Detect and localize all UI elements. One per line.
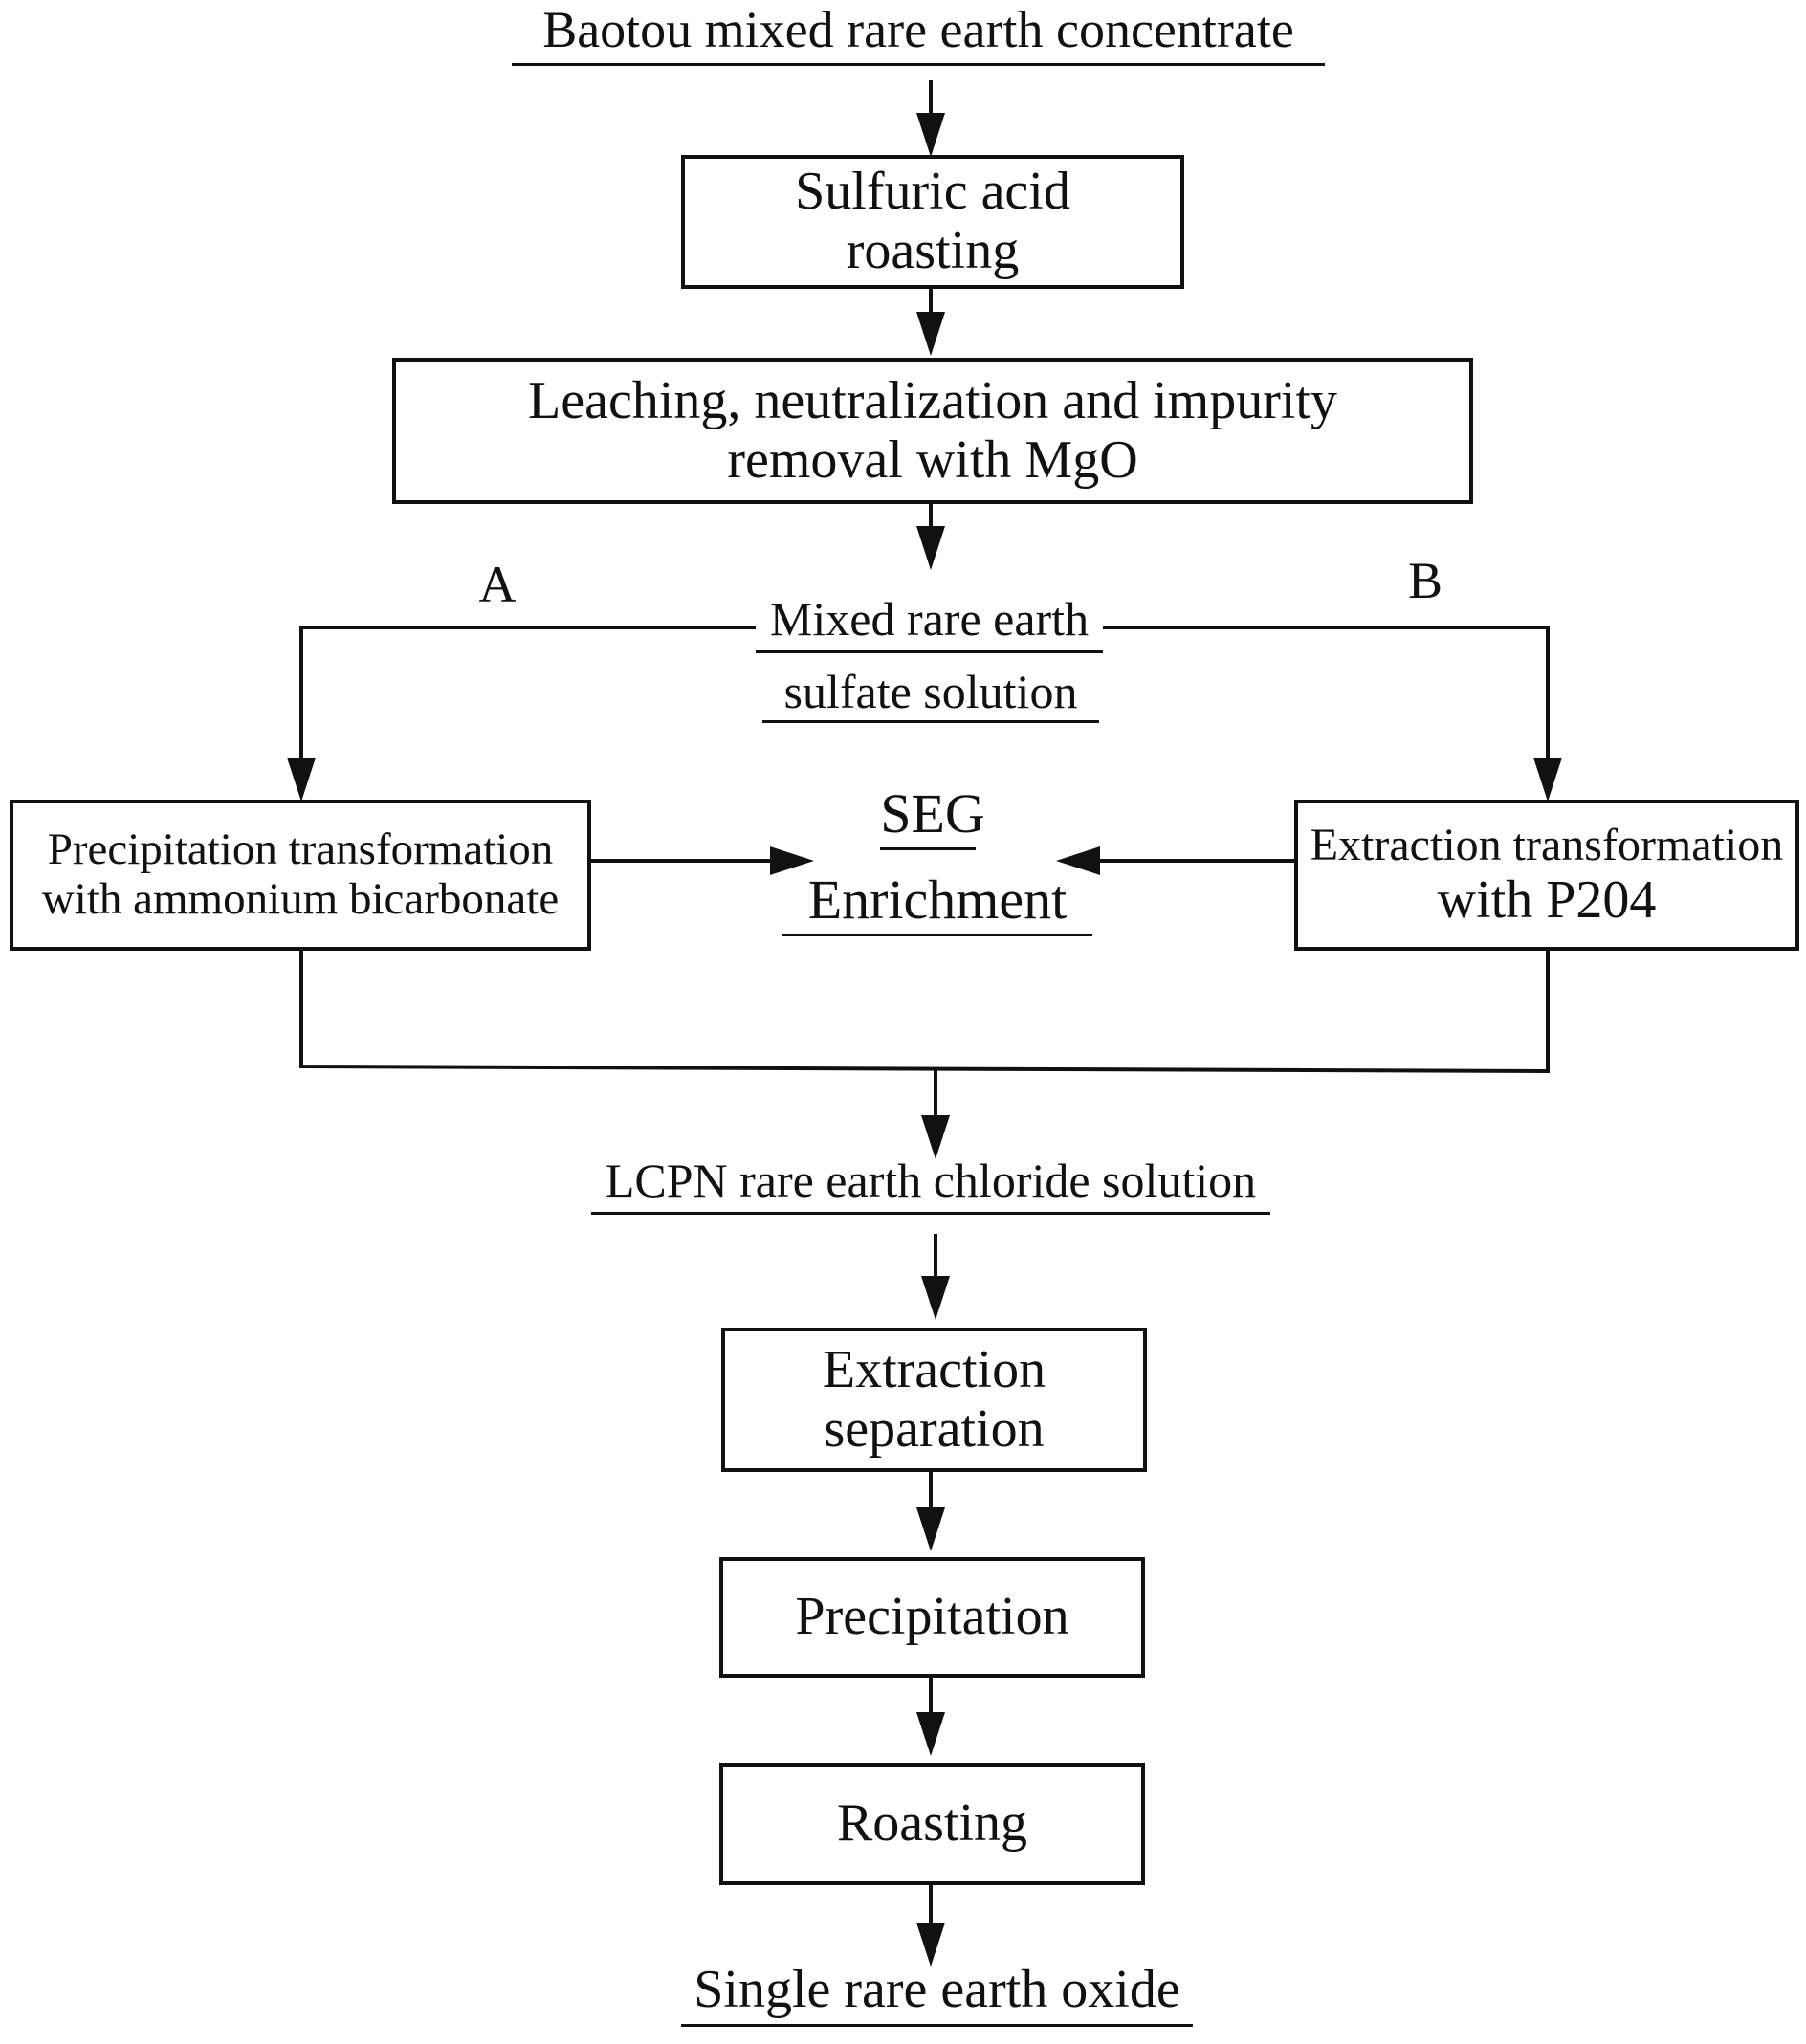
underline-start xyxy=(512,63,1325,66)
arrowhead-right xyxy=(770,846,814,875)
node-label-line1: Sulfuric acid xyxy=(795,162,1070,222)
underline-seg xyxy=(880,847,976,850)
node-label-line2: removal with MgO xyxy=(727,429,1138,490)
node-roasting: Roasting xyxy=(719,1763,1145,1885)
node-lcpn: LCPN rare earth chloride solution xyxy=(605,1154,1257,1207)
arrowhead-down xyxy=(916,1507,945,1551)
node-precipitation: Precipitation xyxy=(719,1557,1145,1678)
arrowhead-down xyxy=(916,1712,945,1756)
node-mixed-solution-line1: Mixed rare earth xyxy=(769,592,1090,646)
arrowhead-down xyxy=(916,526,945,570)
connector-route-b xyxy=(1103,626,1550,763)
underline-end xyxy=(681,2024,1193,2027)
node-leaching: Leaching, neutralization and impurity re… xyxy=(392,358,1473,504)
node-label: Roasting xyxy=(836,1793,1028,1854)
connector-merge xyxy=(299,950,1550,1074)
arrowhead-down xyxy=(921,1115,950,1159)
underline-enrichment xyxy=(782,934,1092,936)
node-extraction-separation: Extraction separation xyxy=(721,1328,1147,1472)
underline-lcpn xyxy=(591,1212,1270,1215)
arrowhead-down xyxy=(916,113,945,157)
underline-mixed-solution-1 xyxy=(756,650,1103,653)
arrowhead-down xyxy=(916,1923,945,1967)
node-enrichment: Enrichment xyxy=(807,868,1068,931)
node-label-line2: with P204 xyxy=(1437,869,1657,930)
underline-mixed-solution-2 xyxy=(762,720,1099,723)
arrowhead-down xyxy=(916,312,945,356)
arrowhead-down xyxy=(921,1276,950,1320)
node-end: Single rare earth oxide xyxy=(694,1960,1180,2019)
route-label-b: B xyxy=(1407,552,1443,609)
connector-route-a xyxy=(299,626,756,763)
arrowhead-left xyxy=(1056,846,1100,875)
node-label-line1: Precipitation transformation xyxy=(47,824,554,875)
node-label-line2: with ammonium bicarbonate xyxy=(41,874,560,924)
node-extraction-transformation: Extraction transformation with P204 xyxy=(1294,800,1799,951)
node-mixed-solution-line2: sulfate solution xyxy=(783,665,1078,718)
node-label: Precipitation xyxy=(795,1587,1069,1647)
node-start: Baotou mixed rare earth concentrate xyxy=(542,1,1294,58)
node-precipitation-transformation: Precipitation transformation with ammoni… xyxy=(10,800,591,951)
route-label-a: A xyxy=(478,556,517,613)
node-label-line2: roasting xyxy=(846,221,1020,280)
node-label-line2: separation xyxy=(824,1398,1045,1459)
node-label-line1: Extraction xyxy=(822,1339,1046,1399)
node-label-line1: Extraction transformation xyxy=(1310,819,1784,870)
node-label-line1: Leaching, neutralization and impurity xyxy=(528,370,1337,430)
node-seg: SEG xyxy=(880,782,985,845)
arrowhead-down xyxy=(287,758,316,802)
node-sulfuric-acid-roasting: Sulfuric acid roasting xyxy=(681,155,1184,289)
arrowhead-down xyxy=(1533,758,1562,802)
